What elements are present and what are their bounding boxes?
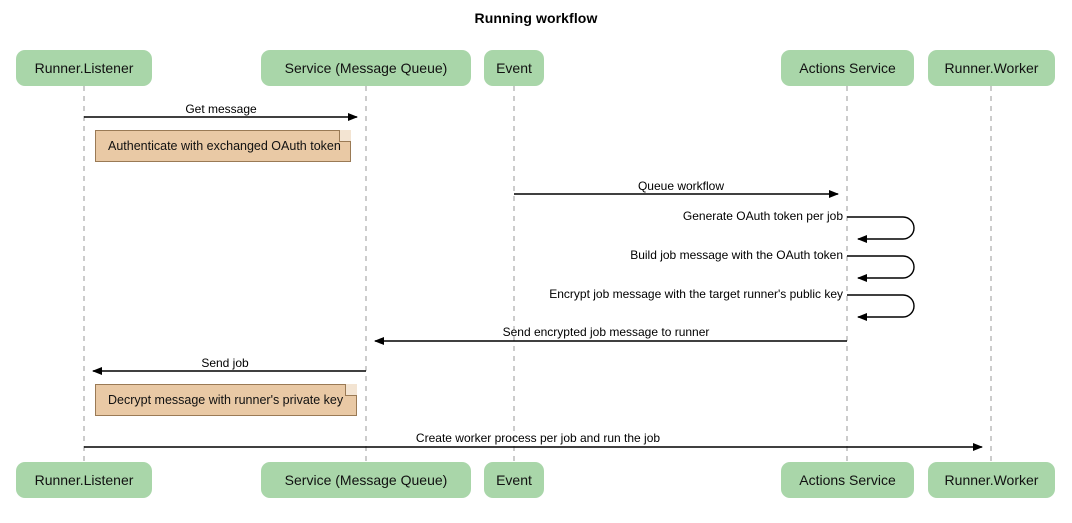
message-label-build-job-message-with-the-oauth-token: Build job message with the OAuth token xyxy=(630,248,843,262)
participant-label: Event xyxy=(496,60,532,76)
lifelines xyxy=(83,86,992,462)
participant-label: Event xyxy=(496,472,532,488)
page-title: Running workflow xyxy=(474,10,598,26)
message-label-generate-oauth-token-per-job: Generate OAuth token per job xyxy=(682,209,843,223)
participant-top-actions-service[interactable]: Actions Service xyxy=(781,50,914,86)
participant-top-runner-listener[interactable]: Runner.Listener xyxy=(16,50,152,86)
self-loop-encrypt-job-message xyxy=(847,294,915,321)
message-label-encrypt-job-message: Encrypt job message with the target runn… xyxy=(549,287,843,301)
participant-label: Runner.Worker xyxy=(944,60,1039,76)
message-label-create-worker-process: Create worker process per job and run th… xyxy=(415,431,661,445)
participant-bottom-runner-worker[interactable]: Runner.Worker xyxy=(928,462,1055,498)
message-label-send-encrypted-job-message-to-runner: Send encrypted job message to runner xyxy=(502,325,710,339)
note-text: Authenticate with exchanged OAuth token xyxy=(108,139,341,153)
note-authenticate-with-exchanged-oauth-token: Authenticate with exchanged OAuth token xyxy=(95,130,351,162)
participant-label: Runner.Worker xyxy=(944,472,1039,488)
note-decrypt-message-with-runners-private-key: Decrypt message with runner's private ke… xyxy=(95,384,357,416)
participant-label: Runner.Listener xyxy=(34,60,134,76)
note-fold-corner-icon xyxy=(339,130,351,142)
self-loop-generate-oauth-token-per-job xyxy=(847,216,915,243)
participant-label: Service (Message Queue) xyxy=(284,472,448,488)
participant-label: Runner.Listener xyxy=(34,472,134,488)
message-label-queue-workflow: Queue workflow xyxy=(637,179,725,193)
participant-label: Actions Service xyxy=(799,472,896,488)
participant-label: Actions Service xyxy=(799,60,896,76)
message-label-send-job: Send job xyxy=(201,356,249,370)
self-loop-build-job-message-with-the-oauth-token xyxy=(847,255,915,282)
participant-top-service-message-queue[interactable]: Service (Message Queue) xyxy=(261,50,471,86)
participant-label: Service (Message Queue) xyxy=(284,60,448,76)
participant-bottom-service-message-queue[interactable]: Service (Message Queue) xyxy=(261,462,471,498)
note-fold-corner-icon xyxy=(345,384,357,396)
participant-bottom-event[interactable]: Event xyxy=(484,462,544,498)
participant-bottom-runner-listener[interactable]: Runner.Listener xyxy=(16,462,152,498)
participant-top-event[interactable]: Event xyxy=(484,50,544,86)
note-text: Decrypt message with runner's private ke… xyxy=(108,393,344,407)
message-label-get-message: Get message xyxy=(185,102,257,116)
participant-top-runner-worker[interactable]: Runner.Worker xyxy=(928,50,1055,86)
self-loops xyxy=(847,216,915,321)
participant-bottom-actions-service[interactable]: Actions Service xyxy=(781,462,914,498)
